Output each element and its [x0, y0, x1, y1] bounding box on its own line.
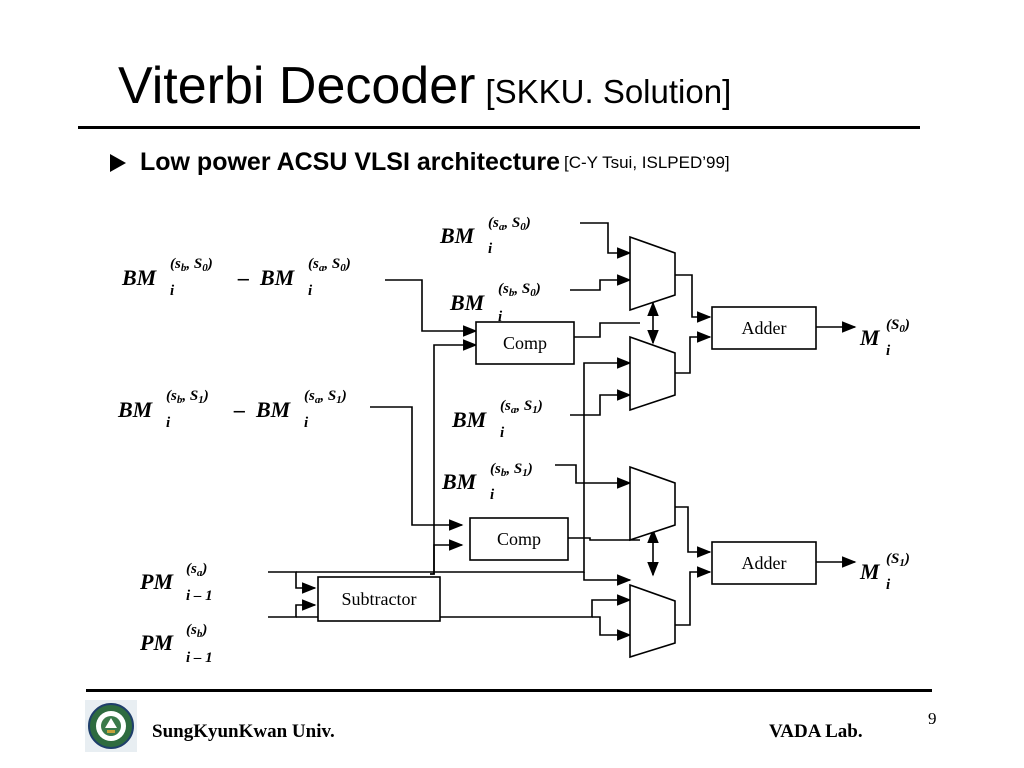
label-bm-sa-s0: BM (sa, S0) i: [439, 215, 531, 257]
adder-top-label: Adder: [742, 318, 787, 338]
wire-pm-sa-to-mux: [296, 357, 632, 573]
comp-top-box: [475, 321, 575, 365]
svg-text:M: M: [859, 559, 881, 584]
slide-title: Viterbi Decoder[SKKU. Solution]: [118, 56, 731, 116]
label-bm-diff-s1: BM (sb, S1) i – BM (sa, S1) i: [117, 388, 347, 431]
svg-text:i: i: [308, 283, 313, 299]
svg-text:BM: BM: [121, 265, 158, 290]
svg-text:(sa, S0): (sa, S0): [308, 256, 351, 274]
label-m-s0: M (S0) i: [859, 317, 910, 359]
wire-diff0-to-comp-top: [385, 279, 478, 337]
svg-text:i: i: [490, 487, 495, 503]
footer-lab: VADA Lab.: [769, 721, 863, 742]
svg-text:(sb, S1): (sb, S1): [166, 388, 209, 406]
subtractor-box: [317, 576, 441, 622]
title-main: Viterbi Decoder: [118, 57, 476, 115]
svg-text:i: i: [498, 309, 503, 325]
wire-pm-sa-to-mux-b: [583, 572, 632, 586]
svg-text:–: –: [237, 265, 249, 290]
page-number: 9: [928, 709, 937, 728]
comp-top-label: Comp: [503, 333, 547, 353]
wire-mux4-to-adder-bottom: [675, 566, 712, 626]
wire-mux2-to-adder-top: [675, 331, 712, 374]
wire-mux3-to-adder-bottom: [675, 506, 712, 558]
svg-text:i: i: [886, 577, 891, 593]
acsu-architecture-diagram: Comp Comp Subtractor Adder Adder BM (sb,…: [117, 215, 910, 666]
wire-pm-sb: [268, 599, 317, 618]
title-sub: [SKKU. Solution]: [485, 73, 732, 110]
wire-bm-sa-s1-to-mux: [570, 389, 632, 416]
svg-text:(sa, S1): (sa, S1): [304, 388, 347, 406]
svg-text:(sa, S1): (sa, S1): [500, 398, 543, 416]
wire-comp-bottom-out: [568, 537, 640, 541]
label-bm-diff-s0: BM (sb, S0) i – BM (sa, S0) i: [121, 256, 351, 299]
svg-text:i: i: [304, 415, 309, 431]
footer-university: SungKyunKwan Univ.: [152, 721, 335, 742]
svg-text:(sb, S0): (sb, S0): [170, 256, 213, 274]
wire-pm-sa: [268, 571, 317, 594]
svg-text:–: –: [233, 397, 245, 422]
bullet-text: Low power ACSU VLSI architecture: [140, 148, 560, 176]
svg-text:(sa): (sa): [186, 561, 207, 579]
svg-text:(S1): (S1): [886, 551, 910, 569]
svg-text:BM: BM: [259, 265, 296, 290]
svg-text:(sb, S1): (sb, S1): [490, 461, 533, 479]
svg-text:BM: BM: [117, 397, 154, 422]
svg-text:i: i: [170, 283, 175, 299]
wire-subtractor-to-comp-bottom: [430, 539, 464, 575]
wire-bm-sb-s1-to-mux: [555, 464, 632, 489]
mux-4: [629, 583, 676, 659]
comp-bottom-box: [469, 517, 569, 561]
label-pm-sb: PM (sb) i – 1: [139, 622, 213, 666]
svg-text:PM: PM: [139, 569, 174, 594]
svg-text:BM: BM: [451, 407, 488, 432]
adder-bottom-label: Adder: [742, 553, 787, 573]
adder-top-box: [711, 306, 817, 350]
svg-text:BM: BM: [439, 223, 476, 248]
svg-text:(sb): (sb): [186, 622, 207, 640]
wire-subtractor-to-comp-top: [430, 339, 478, 575]
subtractor-label: Subtractor: [342, 589, 417, 609]
label-bm-sa-s1: BM (sa, S1) i: [451, 398, 543, 441]
triangle-bullet-icon: [110, 153, 126, 172]
footer-divider: [86, 689, 932, 692]
wire-comp-top-out: [574, 322, 640, 338]
svg-text:i – 1: i – 1: [186, 650, 213, 666]
svg-text:i: i: [500, 425, 505, 441]
label-bm-sb-s1: BM (sb, S1) i: [441, 461, 533, 503]
wire-pm-sb-to-mux-b: [592, 616, 632, 641]
svg-text:BM: BM: [449, 290, 486, 315]
svg-text:BM: BM: [441, 469, 478, 494]
mux-3: [629, 465, 676, 542]
svg-text:PM: PM: [139, 630, 174, 655]
svg-text:(sa, S0): (sa, S0): [488, 215, 531, 233]
wire-pm-sb-to-mux: [296, 594, 632, 618]
wire-bm-sa-s0-to-mux: [580, 222, 632, 259]
bullet-item: Low power ACSU VLSI architecture[C-Y Tsu…: [110, 148, 730, 177]
svg-text:i: i: [166, 415, 171, 431]
mux-1: [629, 235, 676, 312]
label-m-s1: M (S1) i: [859, 551, 910, 593]
mux-2: [629, 335, 676, 412]
wire-mux1-to-adder-top: [675, 274, 712, 323]
svg-text:i: i: [488, 241, 493, 257]
svg-text:(S0): (S0): [886, 317, 910, 335]
label-pm-sa: PM (sa) i – 1: [139, 561, 213, 604]
label-bm-sb-s0: BM (sb, S0) i: [449, 281, 541, 325]
wire-bm-sb-s0-to-mux: [570, 274, 632, 291]
svg-text:M: M: [859, 325, 881, 350]
title-divider: [78, 126, 920, 129]
svg-text:i: i: [886, 343, 891, 359]
svg-text:(sb, S0): (sb, S0): [498, 281, 541, 299]
svg-text:BM: BM: [255, 397, 292, 422]
adder-bottom-box: [711, 541, 817, 585]
wire-diff1-to-comp-bottom: [370, 406, 464, 531]
svg-text:i – 1: i – 1: [186, 588, 213, 604]
bullet-reference: [C-Y Tsui, ISLPED’99]: [563, 152, 730, 172]
comp-bottom-label: Comp: [497, 529, 541, 549]
university-seal-icon: [85, 700, 137, 752]
